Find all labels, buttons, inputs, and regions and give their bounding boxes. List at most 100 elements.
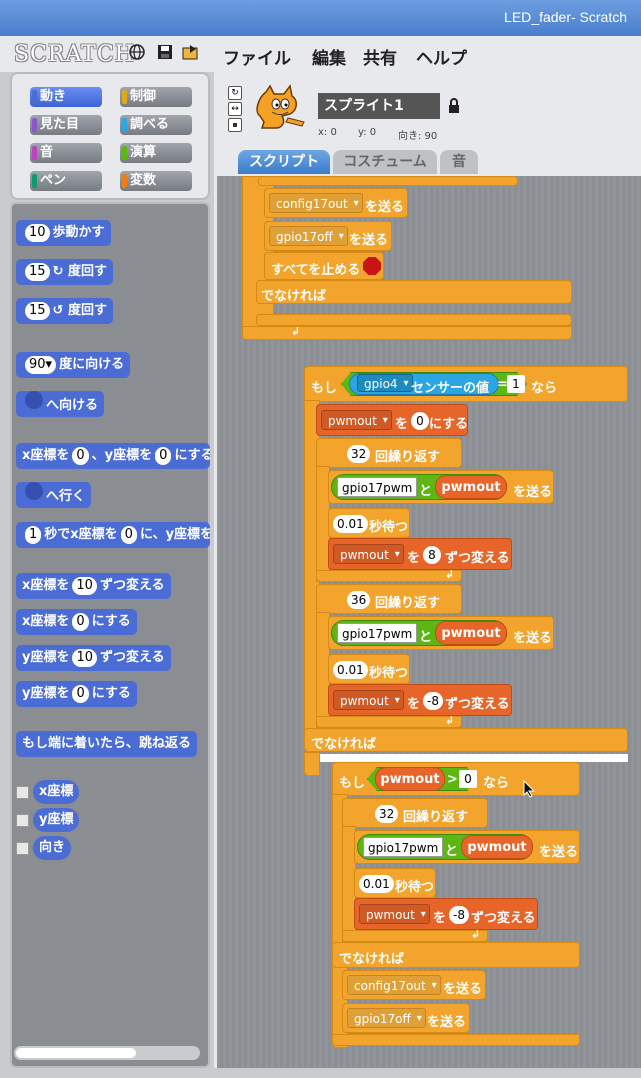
change-variable-block[interactable]: pwmout を 8 ずつ変える xyxy=(328,538,512,570)
repeat-block[interactable]: 32 回繰り返す xyxy=(316,438,462,468)
block-input[interactable]: 10 xyxy=(72,649,98,667)
block-input[interactable]: 0 xyxy=(155,447,172,465)
broadcast-block[interactable]: gpio17off を送る xyxy=(264,221,392,251)
value-input[interactable]: -8 xyxy=(423,692,443,710)
wait-block[interactable]: 0.01 秒待つ xyxy=(328,654,410,684)
change-variable-block[interactable]: pwmout を -8 ずつ変える xyxy=(328,684,512,716)
stop-all-block[interactable]: すべてを止める xyxy=(264,252,384,280)
reporter-y-position[interactable]: y座標 xyxy=(33,808,80,832)
variable-dropdown[interactable]: pwmout xyxy=(333,690,404,711)
block-turn-left[interactable]: 15↺ 度回す xyxy=(16,298,113,324)
globe-icon[interactable] xyxy=(128,44,146,62)
lock-icon[interactable] xyxy=(448,98,460,118)
variable-reporter[interactable]: pwmout xyxy=(435,621,507,645)
category-motion[interactable]: 動き xyxy=(30,87,102,107)
block-turn-right[interactable]: 15↻ 度回す xyxy=(16,259,113,285)
share-icon[interactable] xyxy=(182,44,200,62)
tab-scripts[interactable]: スクリプト xyxy=(238,150,330,174)
category-looks[interactable]: 見た目 xyxy=(30,115,102,135)
broadcast-block[interactable]: gpio17pwm と pwmout を送る xyxy=(354,830,580,864)
wait-input[interactable]: 0.01 xyxy=(333,515,368,533)
category-sensing[interactable]: 調べる xyxy=(120,115,192,135)
block-dropdown[interactable] xyxy=(25,391,43,409)
block-point-towards[interactable]: へ向ける xyxy=(16,391,105,417)
broadcast-dropdown[interactable]: gpio17off xyxy=(269,226,348,247)
menu-share[interactable]: 共有 xyxy=(363,49,397,69)
sensor-dropdown[interactable]: gpio4 xyxy=(357,374,413,393)
block-input[interactable]: 90▾ xyxy=(25,356,57,374)
broadcast-dropdown[interactable]: gpio17off xyxy=(347,1008,426,1029)
block-input[interactable]: 15 xyxy=(25,263,50,281)
block-input[interactable]: 0 xyxy=(72,447,89,465)
value-input[interactable]: 0 xyxy=(459,770,477,788)
broadcast-dropdown[interactable]: config17out xyxy=(347,975,441,996)
sprite-thumbnail-icon[interactable] xyxy=(252,84,306,136)
string-input[interactable]: gpio17pwm xyxy=(337,623,418,643)
repeat-block[interactable]: 36 回繰り返す xyxy=(316,584,462,614)
sprite-name-field[interactable]: スプライト1 xyxy=(318,93,440,119)
block-goto[interactable]: へ行く xyxy=(16,482,92,508)
menu-edit[interactable]: 編集 xyxy=(312,49,346,69)
category-sound[interactable]: 音 xyxy=(30,143,102,163)
variable-dropdown[interactable]: pwmout xyxy=(321,410,392,431)
category-variables[interactable]: 変数 xyxy=(120,171,192,191)
repeat-count-input[interactable]: 32 xyxy=(375,805,399,823)
palette-scrollbar[interactable] xyxy=(14,1046,200,1060)
no-rotate-icon[interactable] xyxy=(228,118,242,132)
category-pen[interactable]: ペン xyxy=(30,171,102,191)
block-input[interactable]: 1 xyxy=(25,526,42,544)
value-input[interactable]: 8 xyxy=(423,546,441,564)
change-variable-block[interactable]: pwmout を -8 ずつ変える xyxy=(354,898,538,930)
repeat-count-input[interactable]: 36 xyxy=(347,591,371,609)
block-input[interactable]: 15 xyxy=(25,302,50,320)
wait-block[interactable]: 0.01 秒待つ xyxy=(354,868,436,898)
checkbox-direction[interactable] xyxy=(16,842,29,855)
broadcast-block[interactable]: config17out を送る xyxy=(342,970,486,1000)
if-else-block[interactable]: もし pwmout > 0 なら xyxy=(332,762,580,796)
variable-dropdown[interactable]: pwmout xyxy=(359,904,430,925)
value-input[interactable]: 0 xyxy=(411,412,429,430)
block-input[interactable]: 0 xyxy=(72,613,89,631)
category-operators[interactable]: 演算 xyxy=(120,143,192,163)
variable-dropdown[interactable]: pwmout xyxy=(333,544,404,565)
reporter-x-position[interactable]: x座標 xyxy=(33,780,80,804)
broadcast-block[interactable]: gpio17pwm と pwmout を送る xyxy=(328,470,554,504)
repeat-block[interactable]: 32 回繰り返す xyxy=(342,798,488,828)
broadcast-block[interactable]: gpio17pwm と pwmout を送る xyxy=(328,616,554,650)
reporter-direction[interactable]: 向き xyxy=(33,836,72,860)
menu-file[interactable]: ファイル xyxy=(223,49,291,69)
block-dropdown[interactable] xyxy=(25,482,43,500)
string-input[interactable]: gpio17pwm xyxy=(363,837,444,857)
set-variable-block[interactable]: pwmout を 0 にする xyxy=(316,404,468,436)
if-else-block[interactable]: もし gpio4 センサーの値 = 1 なら xyxy=(304,366,628,402)
block-bounce[interactable]: もし端に着いたら、跳ね返る xyxy=(16,731,198,757)
value-input[interactable]: 1 xyxy=(507,375,525,393)
block-input[interactable]: 10 xyxy=(25,224,50,242)
broadcast-block[interactable]: gpio17off を送る xyxy=(342,1003,470,1033)
block-point-direction[interactable]: 90▾度に向ける xyxy=(16,352,131,378)
wait-input[interactable]: 0.01 xyxy=(333,661,368,679)
block-input[interactable]: 0 xyxy=(120,526,137,544)
variable-reporter[interactable]: pwmout xyxy=(375,767,445,791)
string-input[interactable]: gpio17pwm xyxy=(337,477,418,497)
variable-reporter[interactable]: pwmout xyxy=(461,835,533,859)
flip-style-icon[interactable]: ↔ xyxy=(228,102,242,116)
variable-reporter[interactable]: pwmout xyxy=(435,475,507,499)
block-input[interactable]: 0 xyxy=(72,685,89,703)
wait-input[interactable]: 0.01 xyxy=(359,875,394,893)
checkbox-x[interactable] xyxy=(16,786,29,799)
category-control[interactable]: 制御 xyxy=(120,87,192,107)
tab-costumes[interactable]: コスチューム xyxy=(333,150,437,174)
block-input[interactable]: 10 xyxy=(72,577,97,595)
checkbox-y[interactable] xyxy=(16,814,29,827)
tab-sounds[interactable]: 音 xyxy=(440,150,478,174)
save-icon[interactable] xyxy=(156,44,174,62)
broadcast-dropdown[interactable]: config17out xyxy=(269,193,363,214)
broadcast-block[interactable]: config17out を送る xyxy=(264,188,408,218)
